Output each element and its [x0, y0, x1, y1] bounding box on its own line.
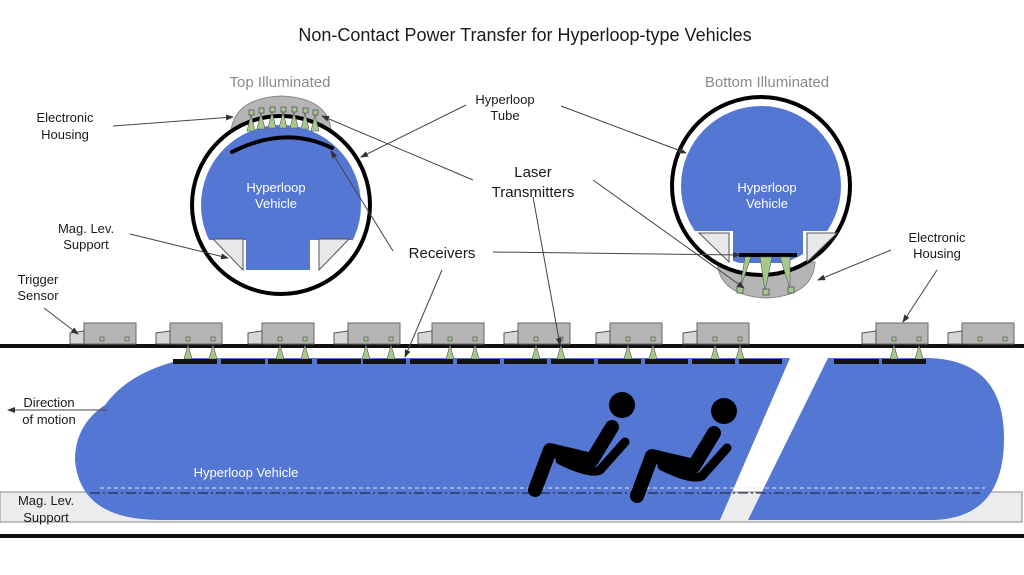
laser-transmitters-bottom	[736, 256, 795, 296]
trigger-sensor	[595, 330, 611, 345]
receiver-bar	[739, 359, 782, 364]
vehicle-label-bottom-line2: Vehicle	[746, 196, 788, 211]
track-components	[69, 322, 1015, 364]
leader-lines	[7, 104, 938, 413]
bottom-illuminated-cross-section: Hyperloop Vehicle	[670, 95, 852, 299]
vehicle-label-bottom-line1: Hyperloop	[737, 180, 796, 195]
laser-transmitter	[124, 336, 130, 342]
laser-transmitter	[916, 336, 922, 342]
label-electronic-housing-right-2: Housing	[913, 246, 961, 261]
receiver-bar-bottom	[739, 253, 797, 257]
label-mag-lev-bottom-2: Support	[23, 510, 69, 525]
laser-transmitter	[533, 336, 539, 342]
laser-transmitter	[210, 336, 216, 342]
top-illuminated-cross-section: Hyperloop Vehicle	[190, 95, 372, 296]
receiver-bar	[504, 359, 547, 364]
laser-transmitter	[388, 336, 394, 342]
label-mag-lev-top-2: Support	[63, 237, 109, 252]
trigger-sensor	[155, 330, 171, 345]
vehicle-cross-section-bottom	[681, 106, 841, 250]
label-electronic-housing-right-1: Electronic	[908, 230, 966, 245]
top-rail	[0, 344, 1024, 348]
vehicle-side-rear	[748, 358, 1004, 520]
section-top-illuminated: Top Illuminated	[230, 74, 331, 91]
vehicle-label-top-line1: Hyperloop	[246, 180, 305, 195]
receiver-bar	[221, 359, 265, 364]
label-trigger-sensor-1: Trigger	[18, 272, 59, 287]
trigger-sensor	[947, 330, 963, 345]
label-mag-lev-bottom-1: Mag. Lev.	[18, 493, 74, 508]
label-receivers: Receivers	[409, 245, 476, 262]
receiver-bar	[410, 359, 453, 364]
trigger-sensor	[503, 330, 519, 345]
receiver-bar	[457, 359, 500, 364]
label-vehicle-side: Hyperloop Vehicle	[194, 465, 299, 480]
laser-transmitter	[447, 336, 453, 342]
laser-transmitter	[99, 336, 105, 342]
passenger-icon-1	[528, 392, 635, 497]
receiver-bar	[268, 359, 312, 364]
receiver-bar	[834, 359, 879, 364]
section-bottom-illuminated: Bottom Illuminated	[705, 74, 829, 91]
mag-lev-support-right	[318, 238, 351, 272]
laser-transmitter	[625, 336, 631, 342]
laser-transmitter	[977, 336, 983, 342]
trigger-sensor	[247, 330, 263, 345]
receiver-bar	[882, 359, 926, 364]
receiver-bar	[645, 359, 688, 364]
receiver-bar	[598, 359, 641, 364]
receiver-bar	[363, 359, 406, 364]
bottom-rail	[0, 534, 1024, 538]
trigger-sensor	[861, 330, 877, 345]
laser-transmitter	[1002, 336, 1008, 342]
label-electronic-housing-left-2: Housing	[41, 127, 89, 142]
label-laser-transmitters-1: Laser	[514, 164, 552, 181]
laser-transmitter	[891, 336, 897, 342]
vehicle-side-front	[75, 358, 790, 520]
label-laser-transmitters-2: Transmitters	[492, 184, 575, 201]
label-direction-2: of motion	[22, 412, 75, 427]
laser-transmitter	[472, 336, 478, 342]
laser-transmitter	[650, 336, 656, 342]
laser-transmitter	[737, 336, 743, 342]
trigger-sensor	[333, 330, 349, 345]
laser-transmitter	[277, 336, 283, 342]
trigger-sensor	[682, 330, 698, 345]
label-hyperloop-tube-2: Tube	[490, 108, 519, 123]
passenger-icon-2	[630, 398, 737, 503]
label-hyperloop-tube-1: Hyperloop	[475, 92, 534, 107]
receiver-bar	[551, 359, 594, 364]
receiver-bar	[692, 359, 735, 364]
label-mag-lev-top-1: Mag. Lev.	[58, 221, 114, 236]
laser-transmitter	[185, 336, 191, 342]
diagram-title: Non-Contact Power Transfer for Hyperloop…	[298, 25, 751, 45]
receiver-bar	[173, 359, 217, 364]
receiver-bar	[317, 359, 361, 364]
label-direction-1: Direction	[23, 395, 74, 410]
mag-lev-support-right-b	[806, 232, 839, 264]
label-trigger-sensor-2: Sensor	[17, 288, 59, 303]
label-electronic-housing-left-1: Electronic	[36, 110, 94, 125]
trigger-sensor	[417, 330, 433, 345]
laser-transmitter	[363, 336, 369, 342]
laser-transmitters-top	[246, 106, 320, 132]
receiver-arc	[230, 135, 334, 154]
laser-transmitter	[712, 336, 718, 342]
vehicle-label-top-line2: Vehicle	[255, 196, 297, 211]
laser-transmitter	[302, 336, 308, 342]
